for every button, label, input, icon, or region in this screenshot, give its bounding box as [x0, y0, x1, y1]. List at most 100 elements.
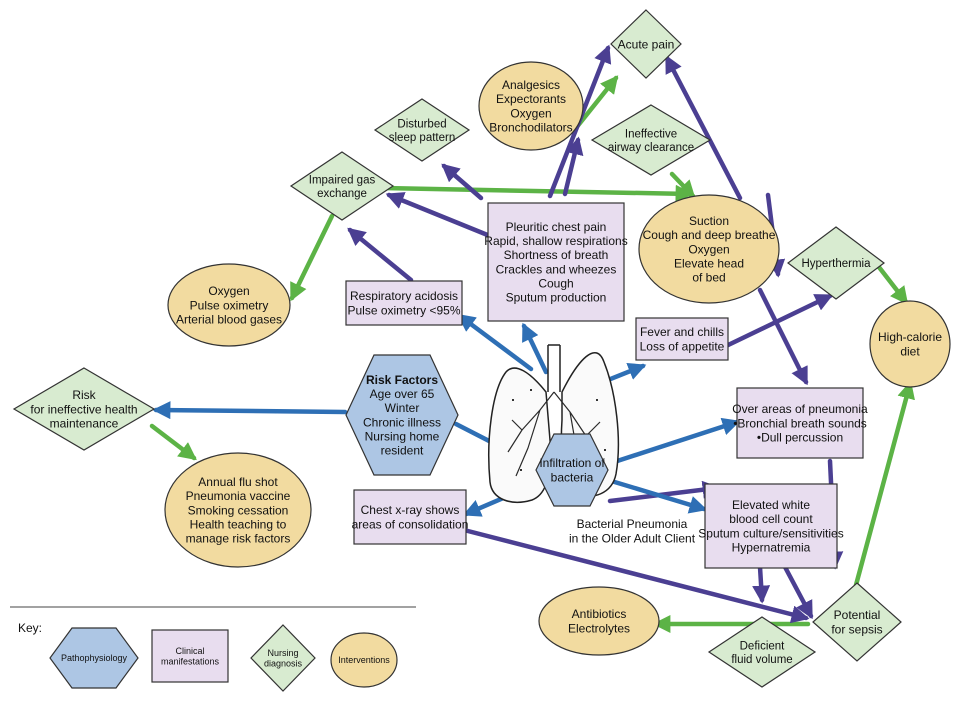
analgesics-line: Expectorants — [496, 92, 566, 106]
oxygen-oval-shape — [167, 263, 291, 347]
hyperthermia-text: Hyperthermia — [801, 258, 871, 270]
acute-pain-shape — [610, 9, 682, 79]
legend-item-hexagon: Pathophysiology — [49, 627, 139, 689]
risk-factors-line: Risk Factors — [366, 373, 438, 387]
suction-line: Cough and deep breathe — [643, 228, 776, 242]
pleuritic-line: Shortness of breath — [504, 248, 609, 262]
purple-arrow — [385, 192, 493, 239]
purple-arrow — [347, 227, 414, 283]
pleuritic-line: Cough — [538, 277, 573, 291]
annual-flu-line: Annual flu shot — [198, 475, 278, 489]
pleuritic-line: Rapid, shallow respirations — [484, 234, 627, 248]
risk-factors-shape — [345, 354, 459, 476]
legend-oval-text: Interventions — [338, 655, 390, 665]
acute-pain-text: Acute pain — [618, 37, 675, 51]
legend-oval-line: Interventions — [338, 655, 390, 665]
over-areas-line: •Bronchial breath sounds — [733, 416, 867, 430]
suction-line: of bed — [692, 271, 725, 285]
green-arrow — [149, 423, 197, 461]
ineffective-airway-line: Ineffective — [625, 128, 677, 140]
pleuritic-line: Crackles and wheezes — [496, 262, 617, 276]
antibiotics-line: Antibiotics — [572, 607, 627, 621]
oxygen-oval-line: Pulse oximetry — [190, 298, 269, 312]
suction-line: Elevate head — [674, 257, 744, 271]
pleuritic-shape — [487, 202, 625, 322]
purple-arrow — [757, 287, 809, 386]
green-arrow — [573, 75, 619, 131]
infiltration-line: Infiltration of — [539, 456, 605, 470]
blue-arrow — [605, 477, 708, 514]
potential-sepsis-line: Potential — [834, 608, 881, 622]
annual-flu-line: Health teaching to — [190, 518, 287, 532]
risk-health-line: Risk — [72, 388, 96, 402]
caption-line: Bacterial Pneumonia — [577, 517, 688, 531]
potential-sepsis-shape — [812, 582, 902, 662]
legend-box-shape — [151, 629, 229, 683]
blue-arrow — [605, 417, 741, 467]
legend-title: Key: — [18, 621, 42, 635]
impaired-gas-line: exchange — [317, 188, 367, 200]
pleuritic-line: Pleuritic chest pain — [506, 220, 607, 234]
blue-arrow — [521, 322, 549, 375]
analgesics-line: Bronchodilators — [489, 121, 572, 135]
suction-line: Suction — [689, 214, 729, 228]
disturbed-sleep-line: sleep pattern — [389, 132, 456, 144]
over-areas-text: Over areas of pneumonia•Bronchial breath… — [732, 402, 868, 444]
suction-shape — [638, 194, 780, 304]
acute-pain-line: Acute pain — [618, 37, 675, 51]
infiltration-line: bacteria — [551, 470, 594, 484]
deficient-fluid-shape — [707, 616, 817, 688]
legend-hexagon-line: Pathophysiology — [61, 653, 128, 663]
deficient-fluid-line: fluid volume — [731, 654, 792, 666]
elevated-wbc-shape — [704, 483, 838, 569]
over-areas-line: •Dull percussion — [757, 431, 843, 445]
analgesics-line: Oxygen — [510, 106, 551, 120]
over-areas-line: Over areas of pneumonia — [732, 402, 868, 416]
lung-spots — [512, 389, 606, 471]
legend-hexagon-text: Pathophysiology — [61, 653, 128, 663]
legend-box-line: Clinical — [175, 646, 204, 656]
annual-flu-line: Pneumonia vaccine — [186, 489, 291, 503]
connector-layer — [149, 44, 915, 633]
hyperthermia-line: Hyperthermia — [801, 258, 871, 270]
risk-health-shape — [12, 367, 156, 451]
elevated-wbc-line: Hypernatremia — [732, 541, 811, 555]
risk-factors-line: Chronic illness — [363, 415, 441, 429]
elevated-wbc-line: Elevated white — [732, 498, 810, 512]
acute-pain-node: Acute pain — [610, 9, 682, 79]
green-arrow — [380, 184, 694, 203]
trachea — [547, 344, 561, 392]
legend-diamond-line: diagnosis — [264, 659, 303, 669]
over-areas-shape — [736, 387, 864, 459]
elevated-wbc-line: Sputum culture/sensitivities — [698, 526, 843, 540]
annual-flu-line: manage risk factors — [186, 532, 291, 546]
legend-hexagon-shape — [49, 627, 139, 689]
green-arrow — [872, 259, 909, 305]
pleuritic-line: Sputum production — [506, 291, 607, 305]
disturbed-sleep-shape — [373, 98, 471, 162]
